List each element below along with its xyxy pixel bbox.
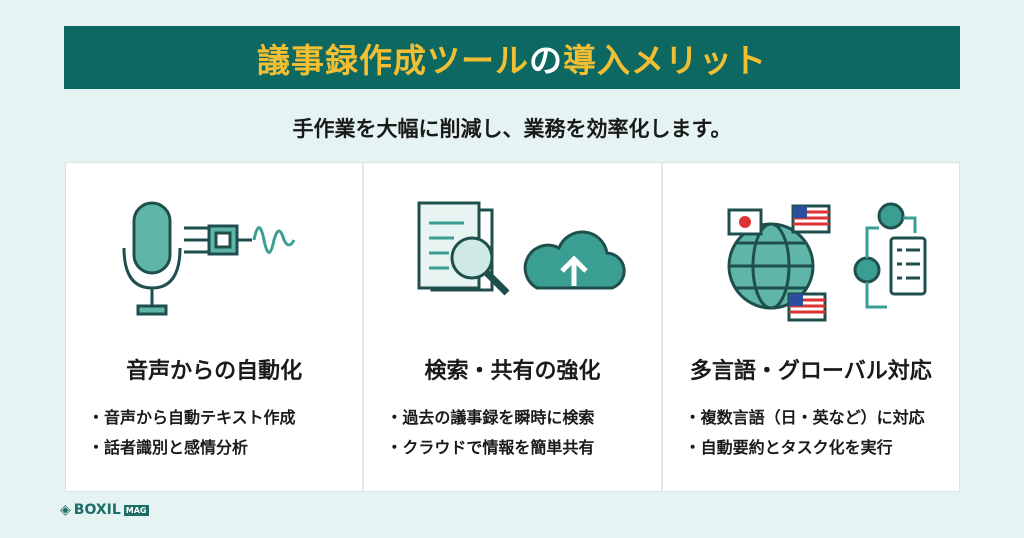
title-part: 議事録作成ツール xyxy=(257,40,529,80)
card-heading: 検索・共有の強化 xyxy=(424,359,601,384)
page-title: 議事録作成ツールの導入メリット xyxy=(257,34,767,82)
card-voice-automation: 音声からの自動化 音声から自動テキスト作成 話者識別と感情分析 xyxy=(66,163,365,491)
list-item: 複数言語（日・英など）に対応 xyxy=(685,403,925,433)
title-banner: 議事録作成ツールの導入メリット xyxy=(64,26,960,89)
bullet-list: 音声から自動テキスト作成 話者識別と感情分析 xyxy=(88,403,296,463)
bullet-list: 過去の議事録を瞬時に検索 クラウドで情報を簡単共有 xyxy=(386,403,594,463)
title-part: 導入メリット xyxy=(563,40,767,80)
list-item: 自動要約とタスク化を実行 xyxy=(685,433,925,463)
card-search-share: 検索・共有の強化 過去の議事録を瞬時に検索 クラウドで情報を簡単共有 xyxy=(364,163,663,491)
subtitle: 手作業を大幅に削減し、業務を効率化します。 xyxy=(292,117,732,141)
search-cloud-icon xyxy=(364,198,660,323)
bullet-list: 複数言語（日・英など）に対応 自動要約とタスク化を実行 xyxy=(685,403,925,463)
microphone-ai-icon xyxy=(66,198,362,323)
card-multilingual: 多言語・グローバル対応 複数言語（日・英など）に対応 自動要約とタスク化を実行 xyxy=(663,163,959,491)
logo-text: BOXIL xyxy=(73,502,121,518)
list-item: 話者識別と感情分析 xyxy=(88,433,296,463)
list-item: 音声から自動テキスト作成 xyxy=(88,403,296,433)
benefit-cards: 音声からの自動化 音声から自動テキスト作成 話者識別と感情分析 検索・共有の強化… xyxy=(65,162,960,492)
logo-mark-icon: ◈ xyxy=(60,502,71,518)
title-part: の xyxy=(529,40,563,80)
list-item: クラウドで情報を簡単共有 xyxy=(386,433,594,463)
globe-tasks-icon xyxy=(663,198,959,323)
boxil-mag-logo: ◈ BOXIL MAG xyxy=(60,502,149,518)
logo-badge: MAG xyxy=(123,504,149,516)
card-heading: 多言語・グローバル対応 xyxy=(689,359,932,384)
list-item: 過去の議事録を瞬時に検索 xyxy=(386,403,594,433)
card-heading: 音声からの自動化 xyxy=(126,359,303,384)
